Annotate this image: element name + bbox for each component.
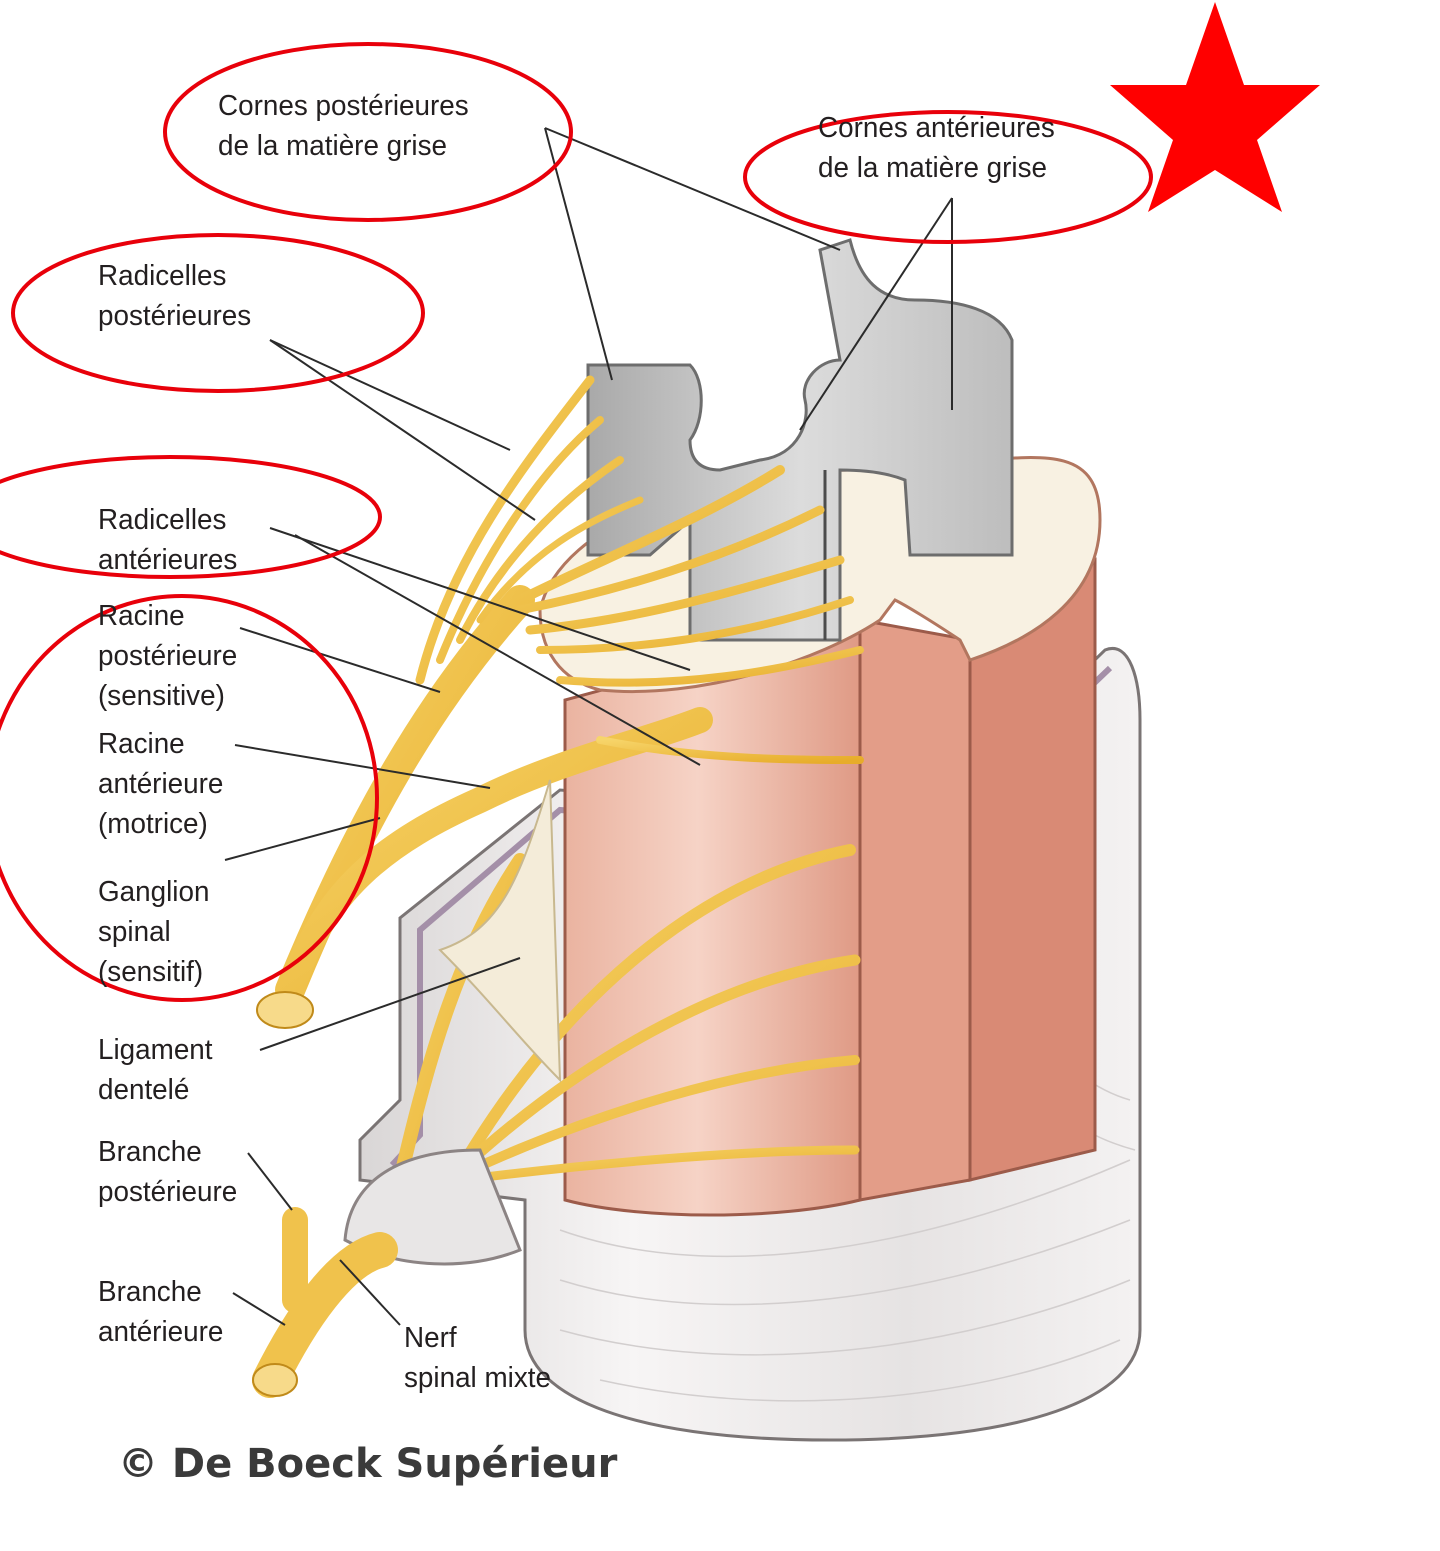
label-racine-posterieure: Racine postérieure (sensitive) (98, 600, 238, 712)
circle-cornes-posterieures (163, 42, 573, 222)
label-cornes-anterieures: Cornes antérieures de la matière grise (818, 112, 1055, 184)
annotation-ellipses (0, 42, 1153, 1002)
spinal-cord-body (563, 618, 862, 1217)
label-ganglion-spinal: Ganglion spinal (sensitif) (98, 876, 210, 988)
nerve-cut-end-bottom (252, 1363, 298, 1397)
circle-radicelles-posterieures (11, 233, 425, 393)
copyright-notice: © De Boeck Supérieur (118, 1441, 618, 1487)
label-branche-anterieure: Branche antérieure (98, 1276, 224, 1348)
label-cornes-posterieures: Cornes postérieures de la matière grise (218, 90, 469, 162)
label-ligament-dentele: Ligament dentelé (98, 1034, 213, 1106)
label-radicelles-anterieures: Radicelles antérieures (98, 504, 238, 576)
circle-cornes-anterieures (743, 110, 1153, 244)
star-icon (1110, 2, 1320, 212)
label-branche-posterieure: Branche postérieure (98, 1136, 238, 1208)
spinal-cord-right (858, 618, 972, 1202)
gray-matter (586, 238, 1014, 642)
label-nerf-spinal-mixte: Nerf spinal mixte (404, 1322, 551, 1394)
denticulate-ligament (438, 779, 562, 1083)
label-radicelles-posterieures: Radicelles postérieures (98, 260, 252, 332)
circle-racines-ganglion (0, 594, 379, 1002)
label-racine-anterieure: Racine antérieure (motrice) (98, 728, 224, 840)
anterior-branch (252, 1232, 398, 1398)
circle-radicelles-anterieures (0, 455, 382, 579)
nerve-cut-end-top (256, 991, 314, 1029)
